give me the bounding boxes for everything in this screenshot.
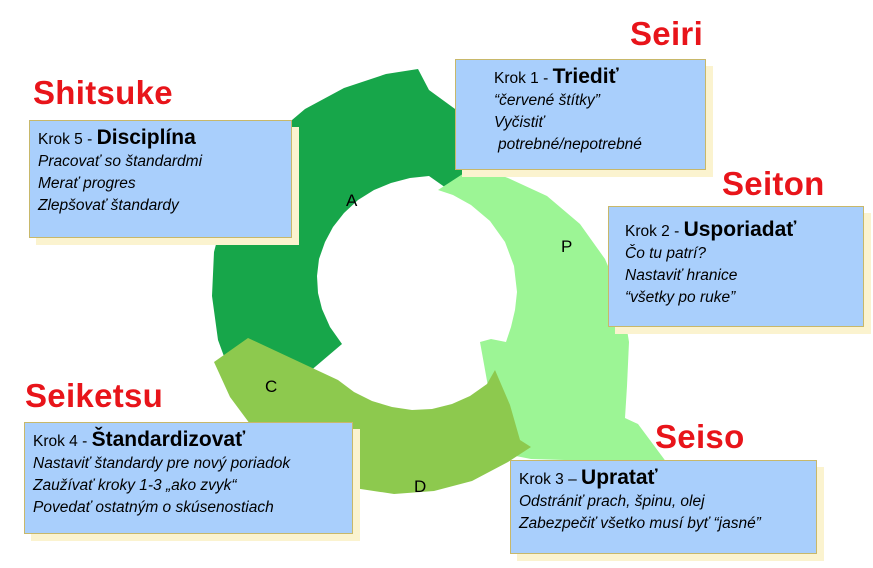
step-detail-line: Nastaviť hranice [625, 267, 738, 284]
step-name: Triediť [552, 65, 619, 88]
step-heading: Krok 5 - Disciplína [38, 127, 283, 151]
step-box-shitsuke: Krok 5 - Disciplína Pracovať so štandard… [29, 120, 292, 238]
step-detail-line: Pracovať so štandardmi [38, 153, 203, 170]
step-detail-line: Čo tu patrí? [625, 245, 706, 262]
step-details: Čo tu patrí? Nastaviť hranice “všetky po… [625, 243, 855, 309]
step-name: Usporiadať [683, 218, 797, 241]
step-number: Krok 2 - [625, 223, 684, 240]
step-detail-line: Zabezpečiť všetko musí byť “jasné” [519, 515, 761, 532]
step-number: Krok 4 - [33, 433, 92, 450]
step-number: Krok 5 - [38, 131, 97, 148]
step-details: “červené štítky” Vyčistiť potrebné/nepot… [494, 90, 697, 156]
step-detail-line: Zaužívať kroky 1-3 „ako zvyk“ [33, 477, 237, 494]
step-box-seiton: Krok 2 - Usporiadať Čo tu patrí? Nastavi… [608, 206, 864, 327]
step-detail-line: Vyčistiť [494, 114, 544, 131]
step-heading: Krok 4 - Štandardizovať [33, 429, 344, 453]
step-heading: Krok 1 - Triediť [494, 66, 697, 90]
title-seiketsu: Seiketsu [25, 377, 164, 414]
phase-label-a: A [346, 191, 358, 210]
step-detail-line: potrebné/nepotrebné [498, 136, 642, 153]
step-name: Štandardizovať [91, 428, 246, 451]
title-seiri: Seiri [630, 15, 704, 52]
step-detail-line: Odstrániť prach, špinu, olej [519, 493, 705, 510]
step-detail-line: Povedať ostatným o skúsenostiach [33, 499, 274, 516]
step-heading: Krok 2 - Usporiadať [625, 219, 855, 243]
step-box-seiketsu: Krok 4 - Štandardizovať Nastaviť štandar… [24, 422, 353, 534]
step-details: Pracovať so štandardmi Merať progres Zle… [38, 151, 283, 217]
title-seiso: Seiso [655, 418, 745, 455]
phase-label-c: C [265, 377, 278, 396]
step-detail-line: Nastaviť štandardy pre nový poriadok [33, 455, 291, 472]
phase-label-p: P [561, 237, 573, 256]
step-detail-line: “červené štítky” [494, 92, 600, 109]
step-details: Nastaviť štandardy pre nový poriadok Zau… [33, 453, 344, 519]
step-detail-line: Merať progres [38, 175, 136, 192]
step-box-seiso: Krok 3 – Upratať Odstrániť prach, špinu,… [510, 460, 817, 554]
step-number: Krok 3 – [519, 471, 582, 488]
title-seiton: Seiton [722, 165, 825, 202]
step-number: Krok 1 - [494, 70, 553, 87]
step-detail-line: “všetky po ruke” [625, 289, 736, 306]
phase-label-d: D [414, 477, 427, 496]
step-name: Upratať [581, 466, 658, 489]
step-details: Odstrániť prach, špinu, olej Zabezpečiť … [519, 491, 808, 535]
step-detail-line: Zlepšovať štandardy [38, 197, 179, 214]
step-name: Disciplína [96, 126, 196, 149]
title-shitsuke: Shitsuke [33, 74, 173, 111]
step-box-seiri: Krok 1 - Triediť “červené štítky” Vyčist… [455, 59, 706, 170]
step-heading: Krok 3 – Upratať [519, 467, 808, 491]
